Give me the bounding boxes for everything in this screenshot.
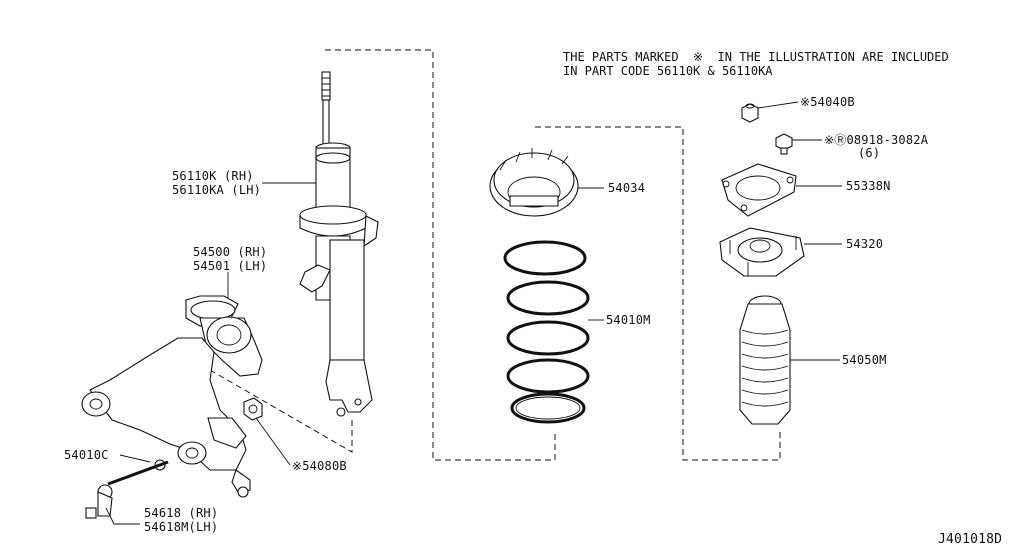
upper-spring-seat xyxy=(489,148,579,217)
strut-assembly xyxy=(299,71,379,417)
bound-bumper xyxy=(739,295,791,425)
label-nut-80b: ※54080B xyxy=(292,459,347,473)
bolt-08918 xyxy=(775,133,793,155)
label-bolt-qty: (6) xyxy=(858,146,881,160)
label-bolt-code: ※Ⓡ08918-3082A xyxy=(824,133,929,147)
label-strut-lh: 56110KA (LH) xyxy=(172,183,262,197)
coil-spring xyxy=(503,240,590,424)
label-strut-rh: 56110K (RH) xyxy=(172,169,254,183)
label-mount-plate: 55338N xyxy=(846,179,891,193)
label-nut-40b: ※54040B xyxy=(800,95,855,109)
mount-plate xyxy=(721,163,797,217)
note-line-1: THE PARTS MARKED ※ IN THE ILLUSTRATION A… xyxy=(563,50,949,64)
note-line-2: IN PART CODE 56110K & 56110KA xyxy=(563,64,773,78)
label-strut-mount: 54320 xyxy=(846,237,884,251)
label-stabilizer-rh: 54618 (RH) xyxy=(144,506,219,520)
nut-54040b xyxy=(741,103,759,123)
nut-54080b xyxy=(243,397,263,421)
label-insulator-seat: 54034 xyxy=(608,181,646,195)
label-knuckle-rh: 54500 (RH) xyxy=(193,245,268,259)
assembly-dashed-lines xyxy=(209,49,781,461)
label-knuckle-lh: 54501 (LH) xyxy=(193,259,268,273)
strut-mount xyxy=(719,227,805,277)
label-bound-bumper: 54050M xyxy=(842,353,887,367)
figure-code: J401018D xyxy=(938,532,1003,547)
knuckle-assembly xyxy=(81,295,263,498)
leader-lines xyxy=(105,101,842,525)
stabilizer-link xyxy=(85,460,169,519)
label-coil-spring: 54010M xyxy=(606,313,651,327)
label-stabilizer-lh: 54618M(LH) xyxy=(144,520,219,534)
label-bushing-washer: 54010C xyxy=(64,448,109,462)
